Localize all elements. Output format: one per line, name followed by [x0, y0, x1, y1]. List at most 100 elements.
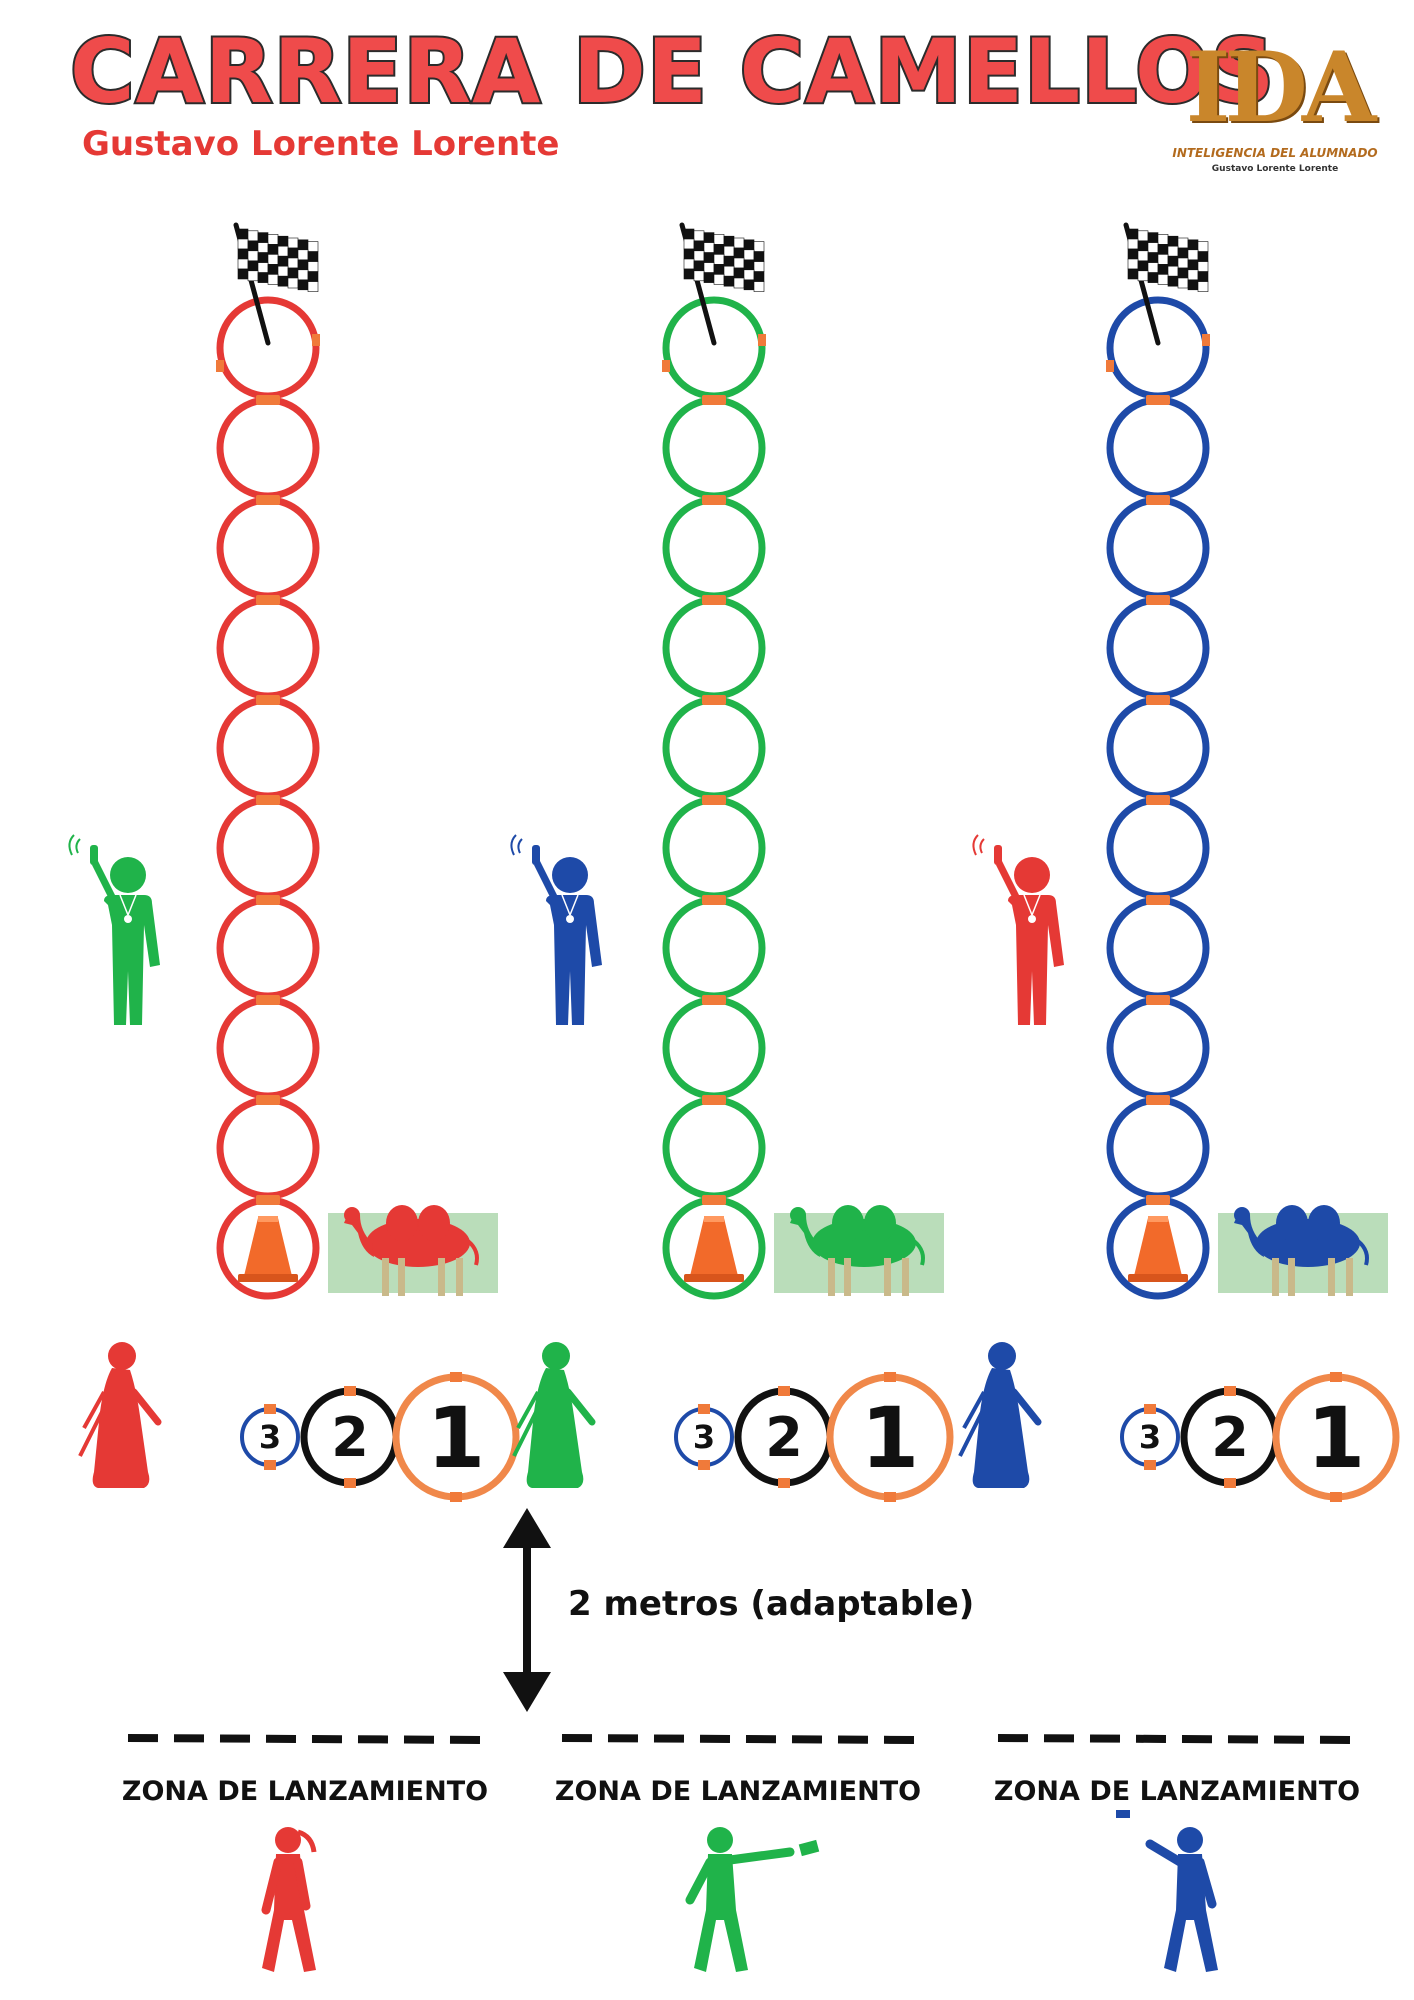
track-hoop — [662, 996, 766, 1100]
zone-label-red: ZONA DE LANZAMIENTO — [121, 1776, 489, 1807]
logo-author: Gustavo Lorente Lorente — [1211, 164, 1339, 174]
score-hoop-label: 1 — [1307, 1389, 1365, 1487]
score-hoop-2: 2 — [300, 1386, 400, 1488]
author-subtitle: Gustavo Lorente Lorente — [82, 124, 560, 164]
track-hoop — [662, 596, 766, 700]
hoop-connector — [702, 595, 726, 605]
launch-line — [561, 1734, 921, 1744]
hoop-connector — [256, 995, 280, 1005]
hoop-connector — [702, 795, 726, 805]
zone-label-blue: ZONA DE LANZAMIENTO — [993, 1776, 1361, 1807]
zone-label-green: ZONA DE LANZAMIENTO — [554, 1776, 922, 1807]
hoop-connector — [256, 1195, 280, 1205]
hoop-connector — [662, 360, 670, 372]
hoop-connector — [312, 334, 320, 346]
hoop-connector — [758, 334, 766, 346]
camel-icon — [328, 1205, 498, 1296]
score-hoop-2: 2 — [1180, 1386, 1280, 1488]
thrower-icon — [1116, 1810, 1218, 1972]
ida-logo: IDA INTELIGENCIA DEL ALUMNADO Gustavo Lo… — [1170, 40, 1380, 180]
referee-icon — [510, 834, 602, 1025]
hoop-connector — [702, 495, 726, 505]
checkered-flag-icon — [233, 222, 319, 346]
guide-figure-icon — [958, 1342, 1042, 1488]
track-hoop — [216, 296, 320, 400]
track-hoop — [216, 396, 320, 500]
launch-line — [127, 1734, 487, 1744]
hoop-connector — [702, 895, 726, 905]
hoop-connector — [256, 695, 280, 705]
score-hoop-label: 1 — [427, 1389, 485, 1487]
track-hoop — [1106, 896, 1210, 1000]
score-hoop-2: 2 — [734, 1386, 834, 1488]
hoop-connector — [216, 360, 224, 372]
cone-icon — [684, 1216, 744, 1282]
hoop-connector — [1106, 360, 1114, 372]
score-hoop-label: 2 — [765, 1406, 803, 1469]
camel-icon — [1218, 1205, 1388, 1296]
hoop-connector — [702, 395, 726, 405]
score-hoop-label: 3 — [1139, 1418, 1161, 1456]
logo-tagline: INTELIGENCIA DEL ALUMNADO — [1172, 146, 1378, 160]
track-hoop — [216, 896, 320, 1000]
score-hoop-label: 3 — [259, 1418, 281, 1456]
track-hoop — [1106, 496, 1210, 600]
hoop-connector — [702, 995, 726, 1005]
page-title: CARRERA DE CAMELLOS — [68, 20, 1276, 123]
score-hoop-3: 3 — [674, 1404, 734, 1470]
referee-icon — [972, 834, 1064, 1025]
track-hoop — [662, 896, 766, 1000]
track-hoop — [216, 496, 320, 600]
hoop-connector — [256, 395, 280, 405]
track-hoop — [662, 1096, 766, 1200]
hoop-connector — [702, 1195, 726, 1205]
hoop-connector — [1146, 995, 1170, 1005]
thrower-icon — [261, 1827, 317, 1972]
hoop-connector — [1202, 334, 1210, 346]
hoop-connector — [1146, 895, 1170, 905]
track-hoop — [1106, 596, 1210, 700]
camel-icon — [774, 1205, 944, 1296]
track-hoop — [1106, 696, 1210, 800]
hoop-connector — [1146, 795, 1170, 805]
logo-mark: IDA — [1185, 31, 1377, 144]
hoop-connector — [702, 1095, 726, 1105]
hoop-connector — [1146, 495, 1170, 505]
track-hoop — [662, 496, 766, 600]
referee-icon — [68, 834, 160, 1025]
guide-figure-icon — [78, 1342, 162, 1488]
guide-figure-icon — [512, 1342, 596, 1488]
hoop-connector — [256, 595, 280, 605]
checkered-flag-icon — [1123, 222, 1209, 346]
score-hoop-1: 1 — [826, 1372, 954, 1502]
cone-icon — [1128, 1216, 1188, 1282]
track-hoop — [662, 796, 766, 900]
track-hoop — [1106, 396, 1210, 500]
cone-icon — [238, 1216, 298, 1282]
hoop-connector — [1146, 695, 1170, 705]
score-hoop-label: 2 — [331, 1406, 369, 1469]
track-hoop — [216, 596, 320, 700]
launch-line — [997, 1734, 1357, 1744]
track-hoop — [1106, 796, 1210, 900]
track-hoop — [216, 1096, 320, 1200]
checkered-flag-icon — [679, 222, 765, 346]
distance-label: 2 metros (adaptable) — [568, 1584, 975, 1624]
hoop-connector — [256, 895, 280, 905]
score-hoop-label: 3 — [693, 1418, 715, 1456]
track-hoop — [216, 696, 320, 800]
score-hoop-1: 1 — [1272, 1372, 1400, 1502]
track-hoop — [1106, 996, 1210, 1100]
score-hoop-label: 2 — [1211, 1406, 1249, 1469]
hoop-connector — [1146, 595, 1170, 605]
score-hoop-3: 3 — [240, 1404, 300, 1470]
hoop-connector — [702, 695, 726, 705]
hoop-connector — [1146, 1095, 1170, 1105]
score-hoop-label: 1 — [861, 1389, 919, 1487]
track-hoop — [216, 796, 320, 900]
score-hoop-1: 1 — [392, 1372, 520, 1502]
